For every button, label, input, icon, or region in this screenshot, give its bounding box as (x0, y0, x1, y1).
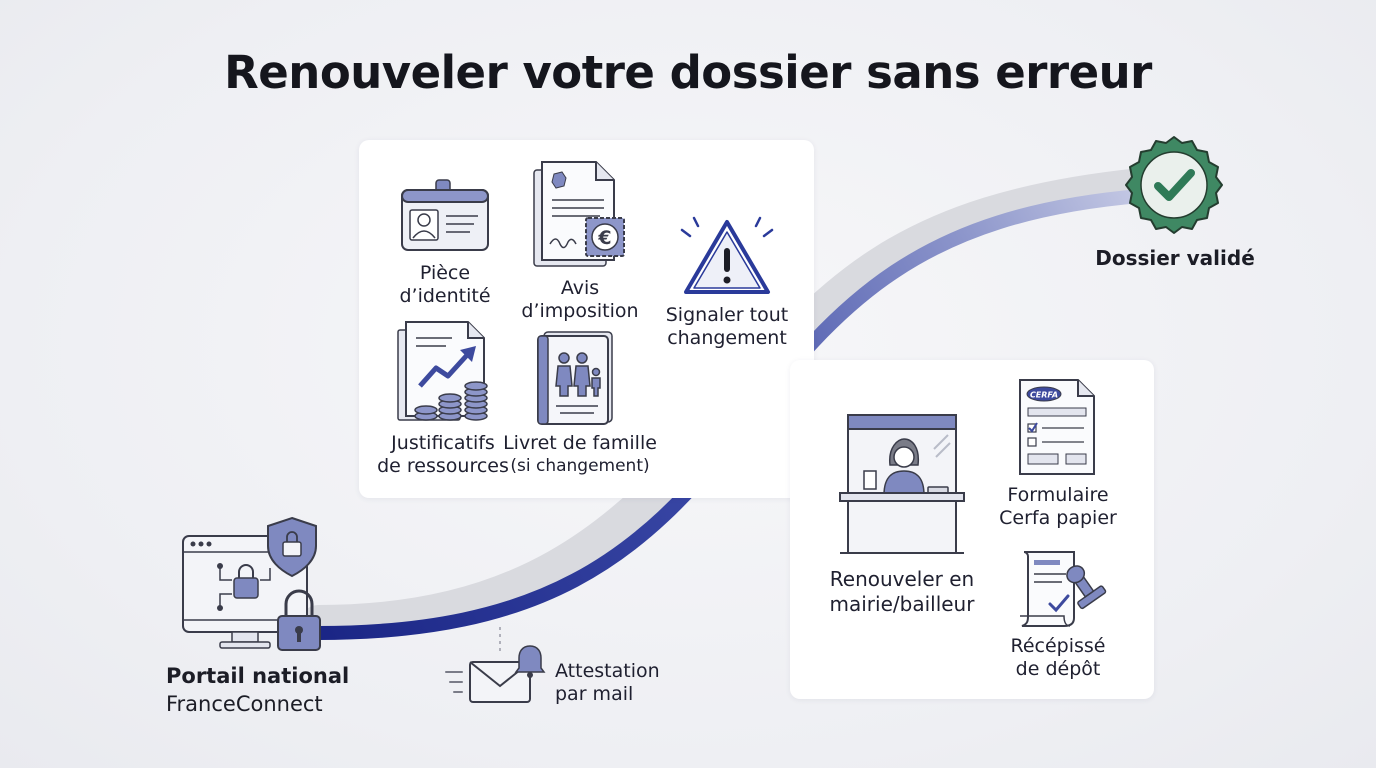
cerfa-form-icon: CERFA (1019, 379, 1095, 475)
family-book-icon (537, 331, 613, 425)
service-desk-clerk-icon (839, 414, 965, 554)
portal-label-line1: Portail national (166, 664, 350, 688)
page-title: Renouveler votre dossier sans erreur (224, 46, 1152, 99)
warning-triangle-icon (680, 216, 774, 294)
secure-computer-shield-icon (182, 516, 321, 651)
growth-chart-coins-icon (397, 321, 488, 421)
envelope-bell-icon (445, 645, 546, 703)
receipt-stamp-icon (1020, 551, 1107, 627)
family-book-label: Livret de famille(si changement) (503, 432, 657, 476)
portal-label: Portail national FranceConnect (166, 662, 350, 718)
svg-text:€: € (597, 227, 611, 249)
tax-document-euro-stamp-icon: € (533, 161, 625, 267)
id-badge-icon (401, 179, 489, 251)
check-seal-icon (1125, 136, 1223, 234)
cerfa-logo-text: CERFA (1030, 391, 1058, 400)
validated-label: Dossier validé (1095, 246, 1255, 270)
portal-label-line2: FranceConnect (166, 692, 323, 716)
